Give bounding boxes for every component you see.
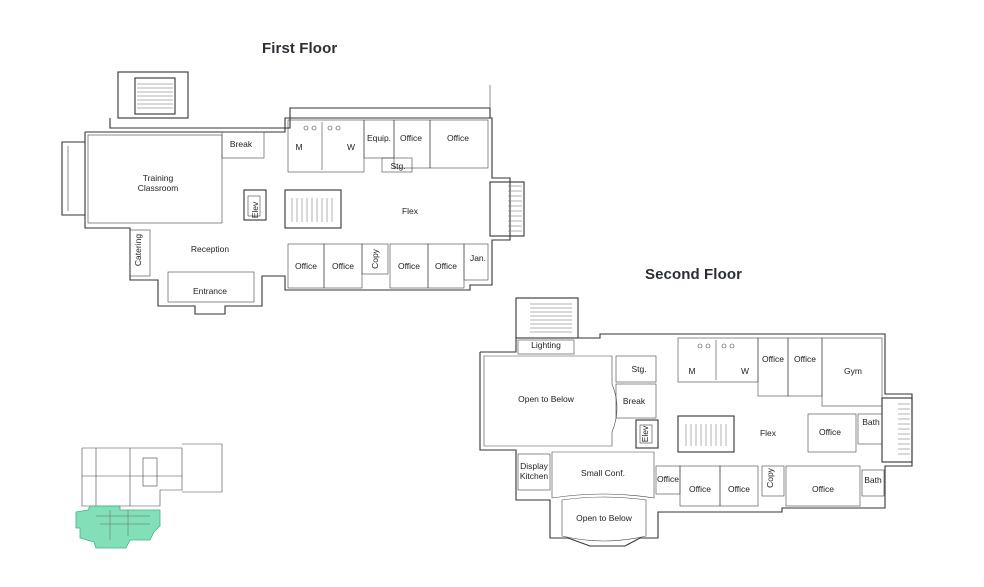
room-office: Office bbox=[762, 354, 784, 364]
room-catering: Catering bbox=[133, 234, 143, 266]
second-floor-labels: Lighting Stg. Open to Below Break Elev M… bbox=[518, 340, 882, 523]
room-elevator: Elev bbox=[250, 201, 260, 218]
room-office: Office bbox=[728, 484, 750, 494]
room-copy: Copy bbox=[370, 248, 380, 269]
room-training-classroom-line1: Training bbox=[143, 173, 174, 183]
room-office: Office bbox=[689, 484, 711, 494]
room-small-conf: Small Conf. bbox=[581, 468, 625, 478]
room-storage: Stg. bbox=[390, 161, 405, 171]
second-floor-title: Second Floor bbox=[645, 266, 743, 283]
room-janitor: Jan. bbox=[470, 253, 486, 263]
room-bath: Bath bbox=[862, 417, 880, 427]
room-display-kitchen-line1: Display bbox=[520, 461, 549, 471]
room-office: Office bbox=[819, 427, 841, 437]
room-office: Office bbox=[398, 261, 420, 271]
room-womens-restroom: W bbox=[741, 366, 749, 376]
room-office: Office bbox=[657, 474, 679, 484]
room-office: Office bbox=[332, 261, 354, 271]
room-womens-restroom: W bbox=[347, 142, 355, 152]
room-office: Office bbox=[812, 484, 834, 494]
room-lighting: Lighting bbox=[531, 340, 561, 350]
room-break: Break bbox=[230, 139, 253, 149]
room-mens-restroom: M bbox=[295, 142, 302, 152]
room-office: Office bbox=[435, 261, 457, 271]
room-training-classroom-line2: Classroom bbox=[138, 183, 179, 193]
room-bath: Bath bbox=[864, 475, 882, 485]
room-flex: Flex bbox=[760, 428, 777, 438]
room-office: Office bbox=[400, 133, 422, 143]
room-storage: Stg. bbox=[631, 364, 646, 374]
room-office: Office bbox=[447, 133, 469, 143]
first-floor-plan bbox=[61, 71, 525, 315]
room-reception: Reception bbox=[191, 244, 230, 254]
room-break: Break bbox=[623, 396, 646, 406]
room-office: Office bbox=[295, 261, 317, 271]
room-open-to-below: Open to Below bbox=[576, 513, 633, 523]
first-floor-title: First Floor bbox=[262, 40, 338, 57]
room-display-kitchen-line2: Kitchen bbox=[520, 471, 549, 481]
room-mens-restroom: M bbox=[688, 366, 695, 376]
key-plan-highlight-area bbox=[75, 505, 161, 549]
first-floor-labels: Training Classroom Break M W Equip. Offi… bbox=[133, 133, 486, 296]
room-equip: Equip. bbox=[367, 133, 391, 143]
room-flex: Flex bbox=[402, 206, 419, 216]
room-entrance: Entrance bbox=[193, 286, 227, 296]
room-gym: Gym bbox=[844, 366, 862, 376]
room-elevator: Elev bbox=[640, 425, 650, 442]
room-office: Office bbox=[794, 354, 816, 364]
second-floor-plan bbox=[479, 297, 913, 547]
room-copy: Copy bbox=[765, 467, 775, 488]
room-open-to-below: Open to Below bbox=[518, 394, 575, 404]
key-plan bbox=[75, 443, 223, 549]
